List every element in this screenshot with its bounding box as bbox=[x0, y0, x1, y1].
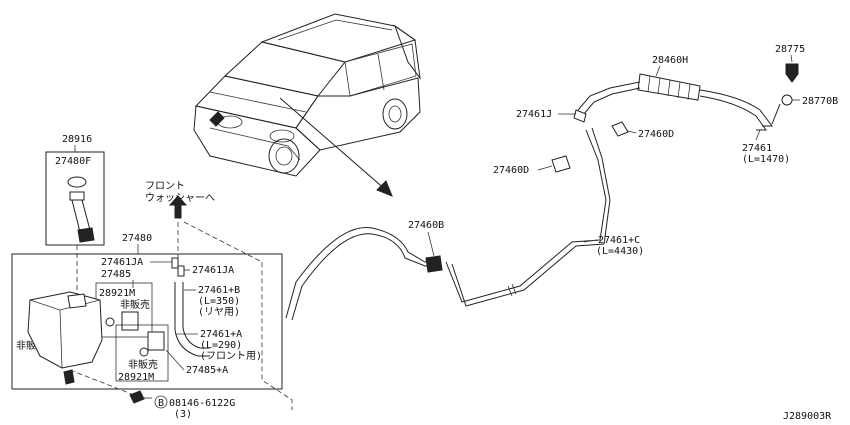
nozzle-icon bbox=[785, 63, 799, 83]
label-27461B: 27461+B bbox=[198, 285, 240, 296]
tank-box: 27480 27461JA 27485 27461JA 27461+B (L=3… bbox=[11, 233, 283, 390]
label-bolt: 08146-6122G bbox=[169, 398, 235, 409]
label-28770B: 28770B bbox=[802, 96, 838, 107]
label-27461A-use: (フロント用) bbox=[200, 351, 262, 362]
label-28460H: 28460H bbox=[652, 55, 688, 66]
bolt-mark: B bbox=[158, 398, 164, 409]
label-27461J: 27461J bbox=[516, 109, 552, 120]
label-27461A-len: (L=290) bbox=[200, 340, 242, 351]
main-hose: 27460B 27461+C (L=4430) bbox=[285, 127, 644, 321]
up-arrow-icon bbox=[168, 195, 188, 219]
label-27461-len: (L=1470) bbox=[742, 154, 790, 165]
label-27460D-a: 27460D bbox=[638, 129, 674, 140]
bolt-callout: B 08146-6122G (3) bbox=[129, 390, 235, 420]
dashed-leaders bbox=[69, 221, 293, 410]
label-28916: 28916 bbox=[62, 134, 92, 145]
rear-hose-assembly: 28460H 28775 28770B 27461J 27460D 27460D… bbox=[493, 44, 838, 176]
label-27461C-len: (L=4430) bbox=[596, 246, 644, 257]
label-27480F: 27480F bbox=[55, 156, 91, 167]
label-27461JA-a: 27461JA bbox=[101, 257, 143, 268]
label-hanbai-b: 非販売 bbox=[128, 358, 158, 371]
pointer-arrow bbox=[279, 97, 393, 197]
label-27480: 27480 bbox=[122, 233, 152, 244]
label-27461A: 27461+A bbox=[200, 329, 242, 340]
diagram-code: J289003R bbox=[783, 411, 832, 422]
bolt-icon bbox=[129, 390, 145, 404]
label-27461JA-b: 27461JA bbox=[192, 265, 234, 276]
label-27485A: 27485+A bbox=[186, 365, 228, 376]
front-washer-note: フロント ウォッシャーへ bbox=[145, 181, 215, 219]
car-illustration bbox=[193, 13, 421, 177]
label-bolt-qty: (3) bbox=[174, 409, 192, 420]
label-hanbai-a: 非販売 bbox=[120, 298, 150, 311]
label-27460B: 27460B bbox=[408, 220, 444, 231]
label-27485: 27485 bbox=[101, 269, 131, 280]
label-27461C: 27461+C bbox=[598, 235, 640, 246]
label-27461B-use: (リヤ用) bbox=[198, 307, 240, 318]
label-28775: 28775 bbox=[775, 44, 805, 55]
note-line-1: フロント bbox=[145, 181, 185, 192]
label-27461: 27461 bbox=[742, 143, 772, 154]
label-28921M-b: 28921M bbox=[118, 372, 154, 383]
label-28921M-a: 28921M bbox=[99, 288, 135, 299]
label-27460D-b: 27460D bbox=[493, 165, 529, 176]
label-27461B-len: (L=350) bbox=[198, 296, 240, 307]
cap-box: 28916 27480F bbox=[45, 134, 105, 246]
